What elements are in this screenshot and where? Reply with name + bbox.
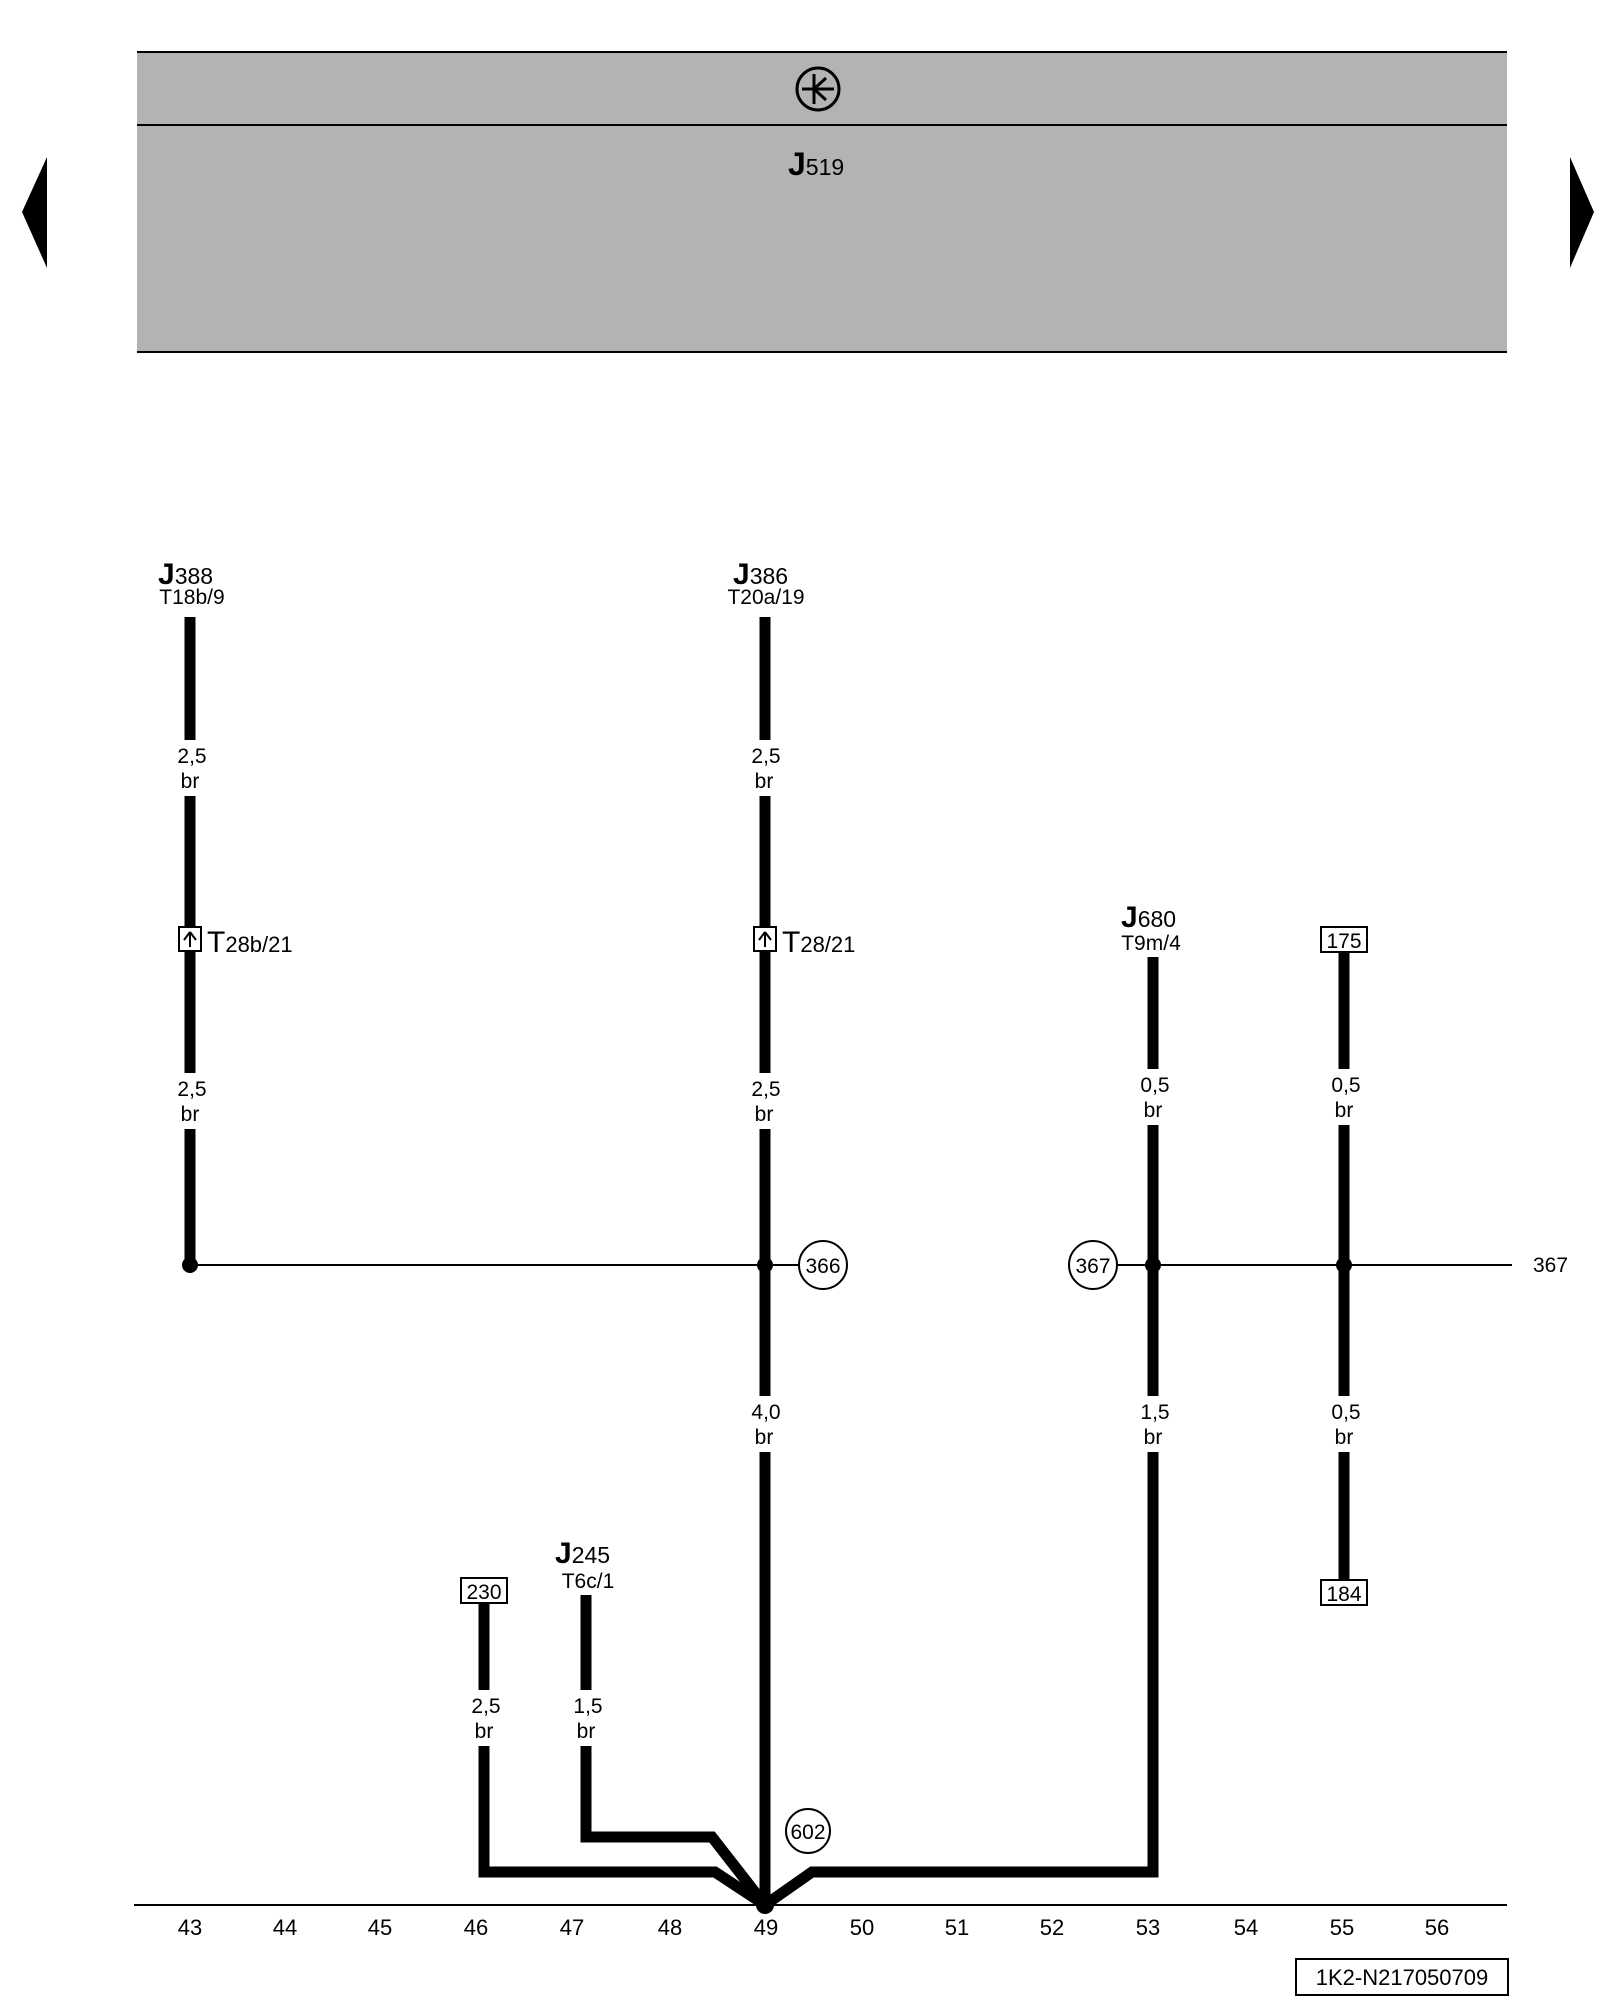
module-label: J519 [788,146,844,182]
axis-number: 44 [273,1915,297,1940]
wire-size: 1,5 [1140,1401,1169,1424]
wire-size: 2,5 [177,1078,206,1101]
wire-size: 0,5 [1331,1074,1360,1097]
component-label-j680: J680 [1121,901,1176,934]
wire-color: br [1335,1426,1354,1449]
wire-color: br [755,1426,774,1449]
junction-dot [1145,1257,1161,1273]
component-label-j388: J388 [158,558,213,591]
axis-number: 51 [945,1915,969,1940]
wire-53-lower [761,1265,1159,1910]
axis-number: 49 [754,1915,778,1940]
component-label-j386: J386 [733,558,788,591]
connector-label-t28: T28/21 [782,926,855,959]
axis-number: 48 [658,1915,682,1940]
wire-color: br [181,770,200,793]
component-j388: J388 T18b/9 [158,558,225,609]
junction-dot [182,1257,198,1273]
axis-number: 46 [464,1915,488,1940]
svg-text:175: 175 [1326,930,1361,953]
component-j245: J245 T6c/1 [555,1537,614,1593]
wire-size: 2,5 [751,745,780,768]
ground-junction-dot [756,1896,774,1914]
ref-box-184[interactable]: 184 [1320,1579,1368,1606]
wire-color: br [475,1720,494,1743]
axis-number: 47 [560,1915,584,1940]
component-label-j245: J245 [555,1537,610,1570]
wire-color: br [755,1103,774,1126]
ref-circle-366[interactable]: 366 [798,1240,848,1290]
wire-color: br [181,1103,200,1126]
junction-dot [757,1257,773,1273]
pin-label-j680: T9m/4 [1121,932,1181,955]
axis-number: 45 [368,1915,392,1940]
continuation-label-367: 367 [1533,1254,1568,1277]
module-panel [137,52,1507,352]
svg-text:367: 367 [1075,1255,1110,1278]
ground-symbol-icon [795,66,841,112]
pin-label-j245: T6c/1 [562,1570,615,1593]
wire-color: br [1335,1099,1354,1122]
junction-dot [1336,1257,1352,1273]
column-axis: 43 44 45 46 47 48 49 50 51 52 53 54 55 56 [178,1915,1449,1940]
arrow-right-icon[interactable] [1570,157,1594,268]
pin-label-j388: T18b/9 [159,586,224,609]
wire-size: 0,5 [1331,1401,1360,1424]
arrow-left-icon[interactable] [22,157,47,268]
ref-circle-367[interactable]: 367 [1068,1240,1118,1290]
wire-color: br [755,770,774,793]
ref-circle-602[interactable]: 602 [785,1808,831,1854]
axis-number: 52 [1040,1915,1064,1940]
wire-color: br [1144,1426,1163,1449]
axis-number: 43 [178,1915,202,1940]
ref-box-230[interactable]: 230 [460,1577,508,1604]
pin-label-j386: T20a/19 [727,586,804,609]
svg-text:602: 602 [790,1821,825,1844]
connector-t28-21: T28/21 [753,926,855,959]
svg-text:184: 184 [1326,1583,1361,1606]
connector-t28b-21: T28b/21 [178,926,293,959]
axis-number: 53 [1136,1915,1160,1940]
svg-text:1K2-N217050709: 1K2-N217050709 [1316,1965,1488,1990]
wire-size: 1,5 [573,1695,602,1718]
diagram-code: 1K2-N217050709 [1295,1958,1509,1996]
ref-box-175[interactable]: 175 [1320,926,1368,953]
wire-47 [580,1595,770,1909]
wire-size: 4,0 [751,1401,780,1424]
axis-number: 54 [1234,1915,1258,1940]
wire-size: 2,5 [471,1695,500,1718]
wire-size: 2,5 [177,745,206,768]
component-j680: J680 T9m/4 [1121,901,1181,955]
component-j386: J386 T20a/19 [727,558,804,609]
wire-color: br [1144,1099,1163,1122]
axis-number: 56 [1425,1915,1449,1940]
svg-text:230: 230 [466,1581,501,1604]
svg-text:366: 366 [805,1255,840,1278]
wire-size: 2,5 [751,1078,780,1101]
wire-size: 0,5 [1140,1074,1169,1097]
axis-number: 50 [850,1915,874,1940]
axis-number: 55 [1330,1915,1354,1940]
connector-label-t28b: T28b/21 [207,926,293,959]
wire-color: br [577,1720,596,1743]
